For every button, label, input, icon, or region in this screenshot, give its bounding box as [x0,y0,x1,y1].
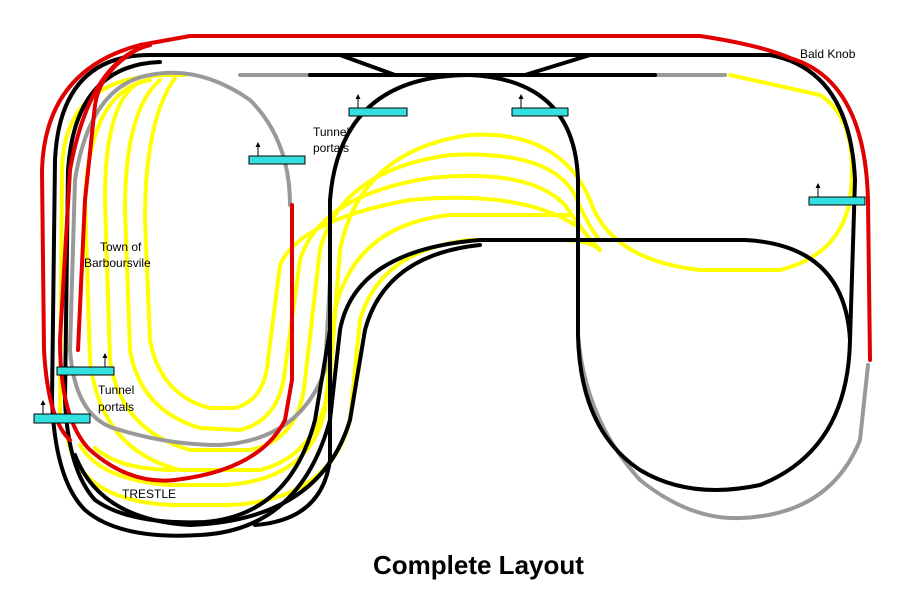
black-track-crossover-2 [523,53,592,77]
label-town-1: Town of [100,240,142,254]
red-track-link [93,46,142,107]
portal-left-lower [33,400,91,424]
label-town-2: Barboursvile [84,256,151,270]
yellow-track-loop-1 [83,73,854,472]
portal-top-middle [348,94,408,117]
black-track-group [50,53,857,538]
gray-track-inner-oval [68,73,332,447]
black-track-second-left [63,60,332,525]
black-track-inner-lower [73,243,482,527]
black-track-crossover-1 [338,53,397,77]
portal-group [33,94,866,424]
red-track-lower-left [42,348,72,442]
black-track-outer-left [50,53,852,538]
gray-track-group [68,70,870,521]
portal-right [808,183,866,206]
label-tunnel-portals-top-1: Tunnel [313,125,350,139]
yellow-track-loop-2 [103,80,602,452]
label-tunnel-portals-top-2: portals [313,141,350,155]
portal-left-upper [56,353,115,376]
portal-top-right [511,94,569,117]
label-trestle: TRESTLE [122,487,177,501]
portal-top-left [248,142,306,165]
black-track-top [148,53,857,342]
page-title: Complete Layout [373,550,584,580]
yellow-track-loop-4 [143,76,577,410]
black-track-center-oval [253,73,472,527]
red-track-spur [76,103,97,352]
gray-track-right-loop [576,333,870,521]
red-track-inner-return [58,43,294,483]
label-bald-knob: Bald Knob [800,47,856,61]
label-tunnel-portals-left-1: Tunnel [98,383,135,397]
label-tunnel-portals-left-2: portals [98,400,135,414]
red-track-mainline [40,34,872,362]
red-track-group [40,34,872,483]
yellow-track-bottom-3 [93,446,177,472]
gray-track-inner-top [148,70,292,207]
